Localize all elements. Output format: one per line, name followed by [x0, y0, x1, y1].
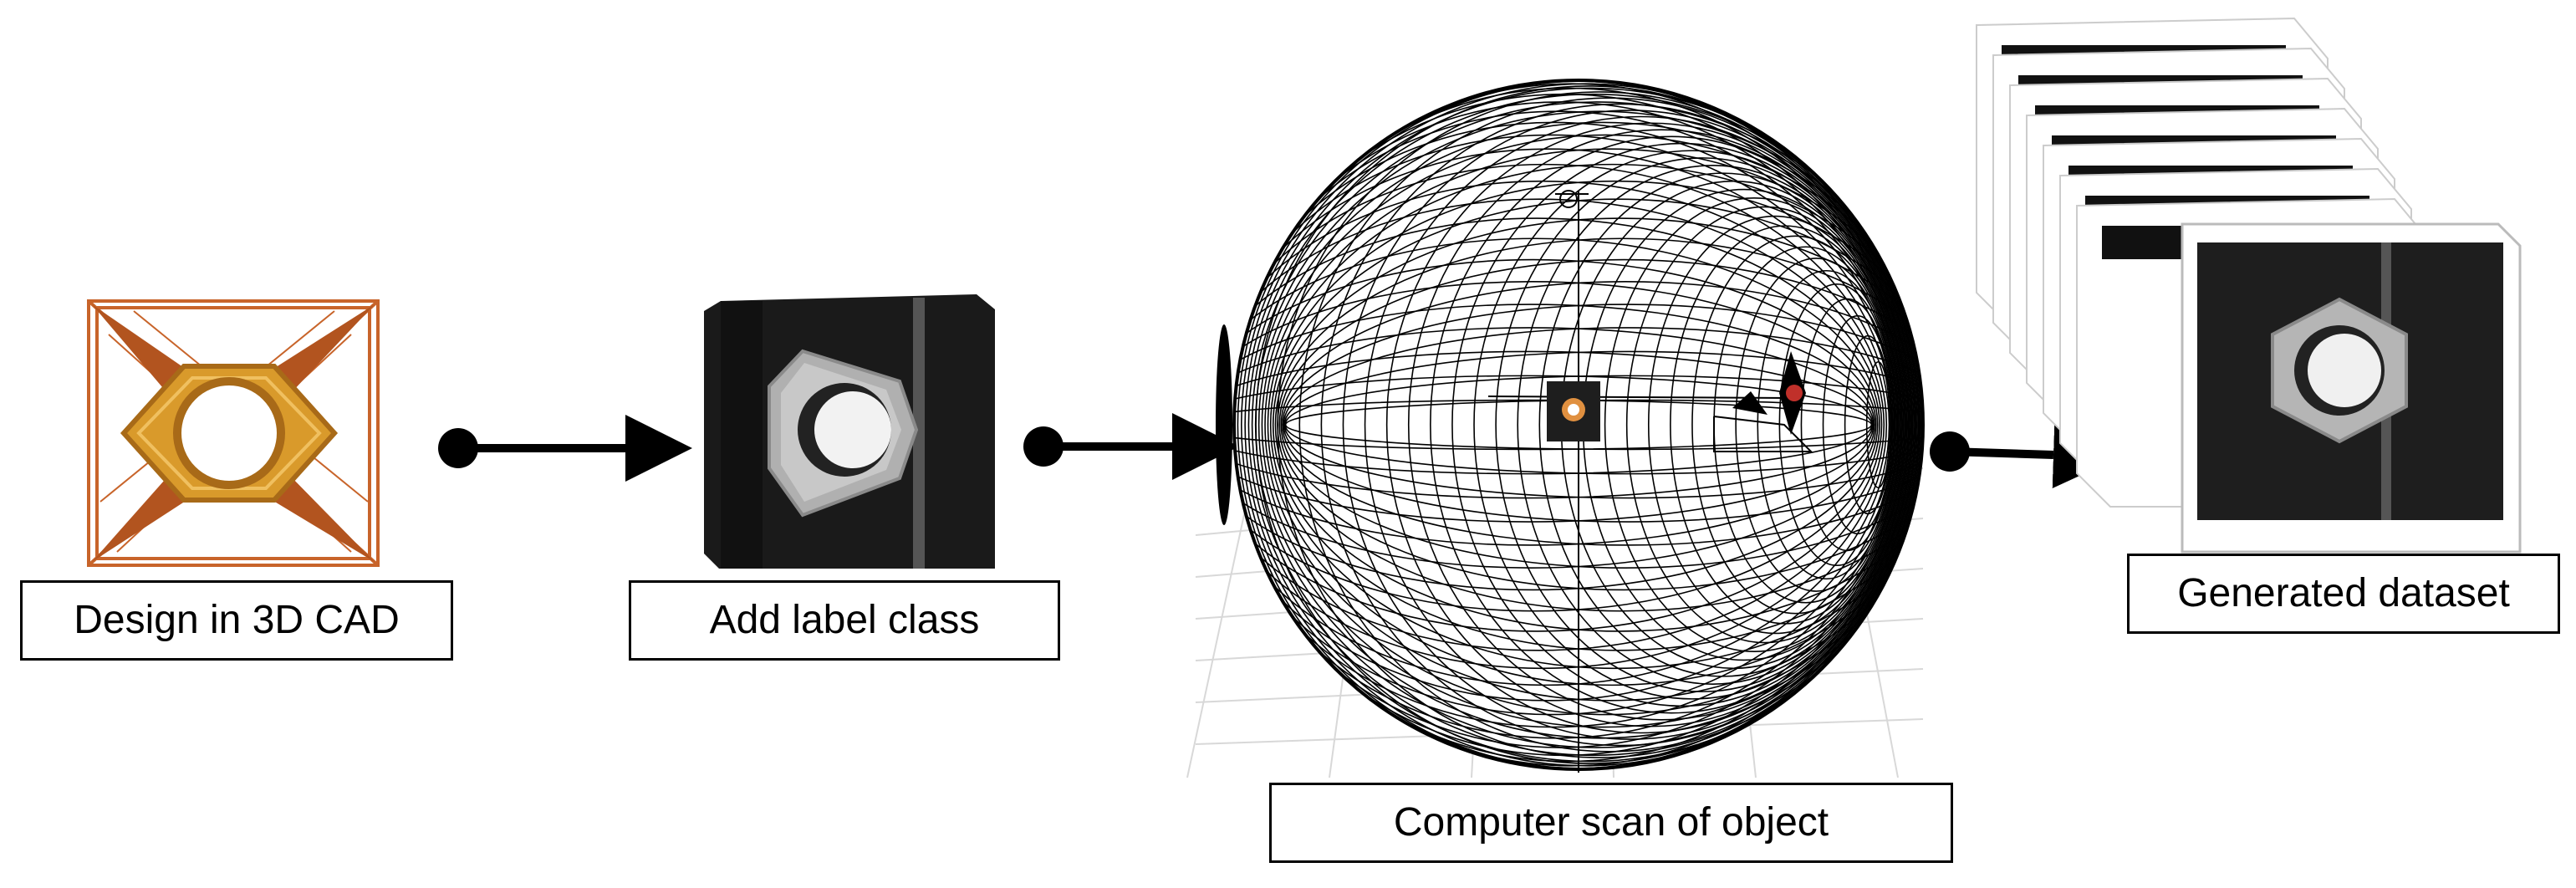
labeled-object-block — [704, 294, 995, 569]
scan-sphere — [1186, 79, 1925, 778]
scanned-object-icon — [1547, 381, 1600, 441]
dataset-front-image — [2181, 222, 2522, 554]
connector-arrow-1 — [438, 415, 692, 482]
stage-label-dataset: Generated dataset — [2127, 554, 2560, 634]
generated-dataset-stack — [1976, 17, 2522, 554]
stage-label-cad: Design in 3D CAD — [20, 580, 453, 661]
cad-wireframe-model — [87, 299, 380, 567]
stage-label-add-label: Add label class — [629, 580, 1060, 661]
stage-label-scan: Computer scan of object — [1269, 783, 1953, 863]
connector-arrow-2 — [1023, 413, 1239, 480]
connector-arrow-3 — [1930, 421, 2120, 488]
